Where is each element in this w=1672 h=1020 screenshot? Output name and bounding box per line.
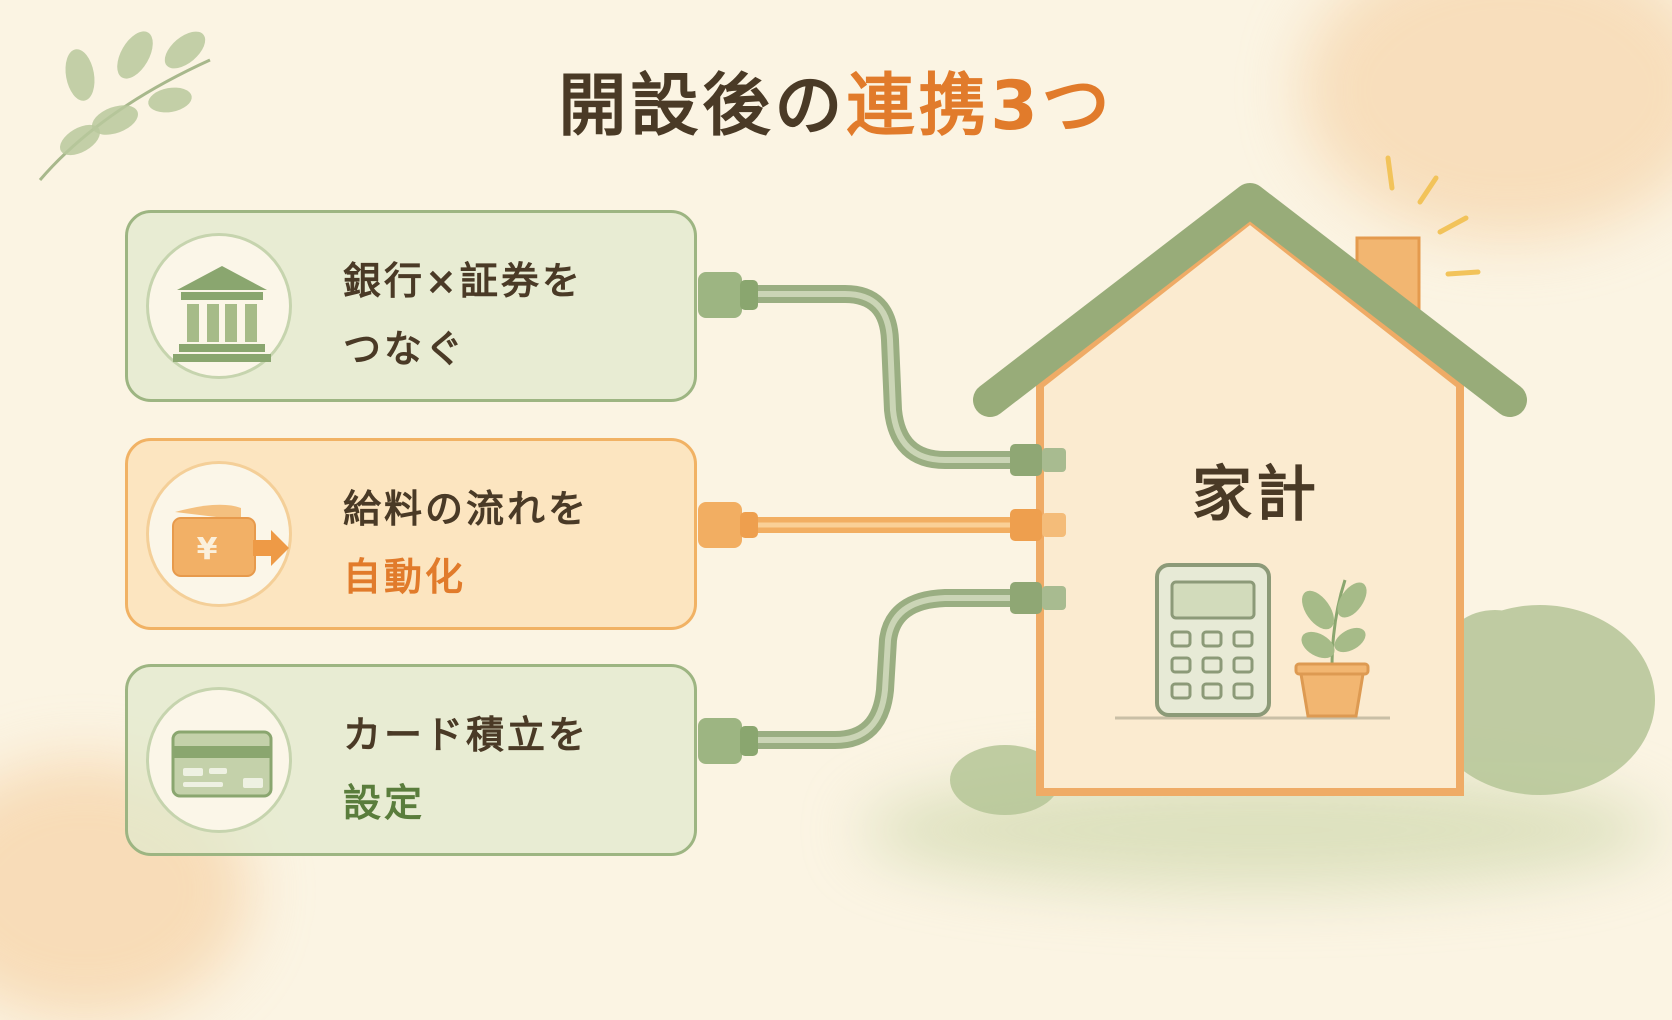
icon-circle: ¥	[146, 461, 292, 607]
wallet-yen-icon: ¥	[172, 504, 289, 577]
plug-card-house	[1010, 582, 1066, 614]
page-title: 開設後の連携3つ	[0, 50, 1672, 149]
plug-card-card	[698, 718, 758, 764]
card-text: 銀行×証券を つなぐ	[343, 247, 583, 383]
card-line1: カード積立を	[343, 713, 590, 757]
plug-bank-house	[1010, 444, 1066, 476]
plug-salary-house	[1010, 509, 1066, 541]
house-roof	[973, 183, 1527, 417]
card-line2: つなぐ	[343, 327, 467, 371]
card-line1: 銀行×証券を	[343, 259, 583, 303]
card-line2: 設定	[343, 781, 426, 825]
card-bank-securities: 銀行×証券を つなぐ	[125, 210, 697, 402]
calculator-icon	[1155, 563, 1271, 717]
leaf-branch-icon	[38, 31, 211, 181]
shrub	[950, 605, 1655, 815]
potted-plant-icon	[1294, 579, 1370, 718]
card-line2: 自動化	[343, 555, 467, 599]
yen-symbol: ¥	[197, 532, 218, 567]
title-main: 開設後の	[558, 67, 847, 146]
credit-card-icon	[171, 730, 273, 798]
card-text: カード積立を 設定	[343, 701, 589, 837]
card-salary-flow: ¥ 給料の流れを 自動化	[125, 438, 697, 630]
icon-circle	[146, 687, 292, 833]
bank-icon	[173, 266, 271, 362]
card-text: 給料の流れを 自動化	[343, 475, 589, 611]
title-highlight: 連携3つ	[846, 67, 1114, 146]
plug-salary-card	[698, 502, 758, 548]
card-line1: 給料の流れを	[343, 487, 590, 531]
house-diagram	[742, 155, 1655, 815]
icon-circle	[146, 233, 292, 379]
sparkle-icon	[1385, 155, 1481, 277]
house-label: 家計	[1192, 460, 1320, 530]
plug-bank-card	[698, 272, 758, 318]
card-credit-card: カード積立を 設定	[125, 664, 697, 856]
